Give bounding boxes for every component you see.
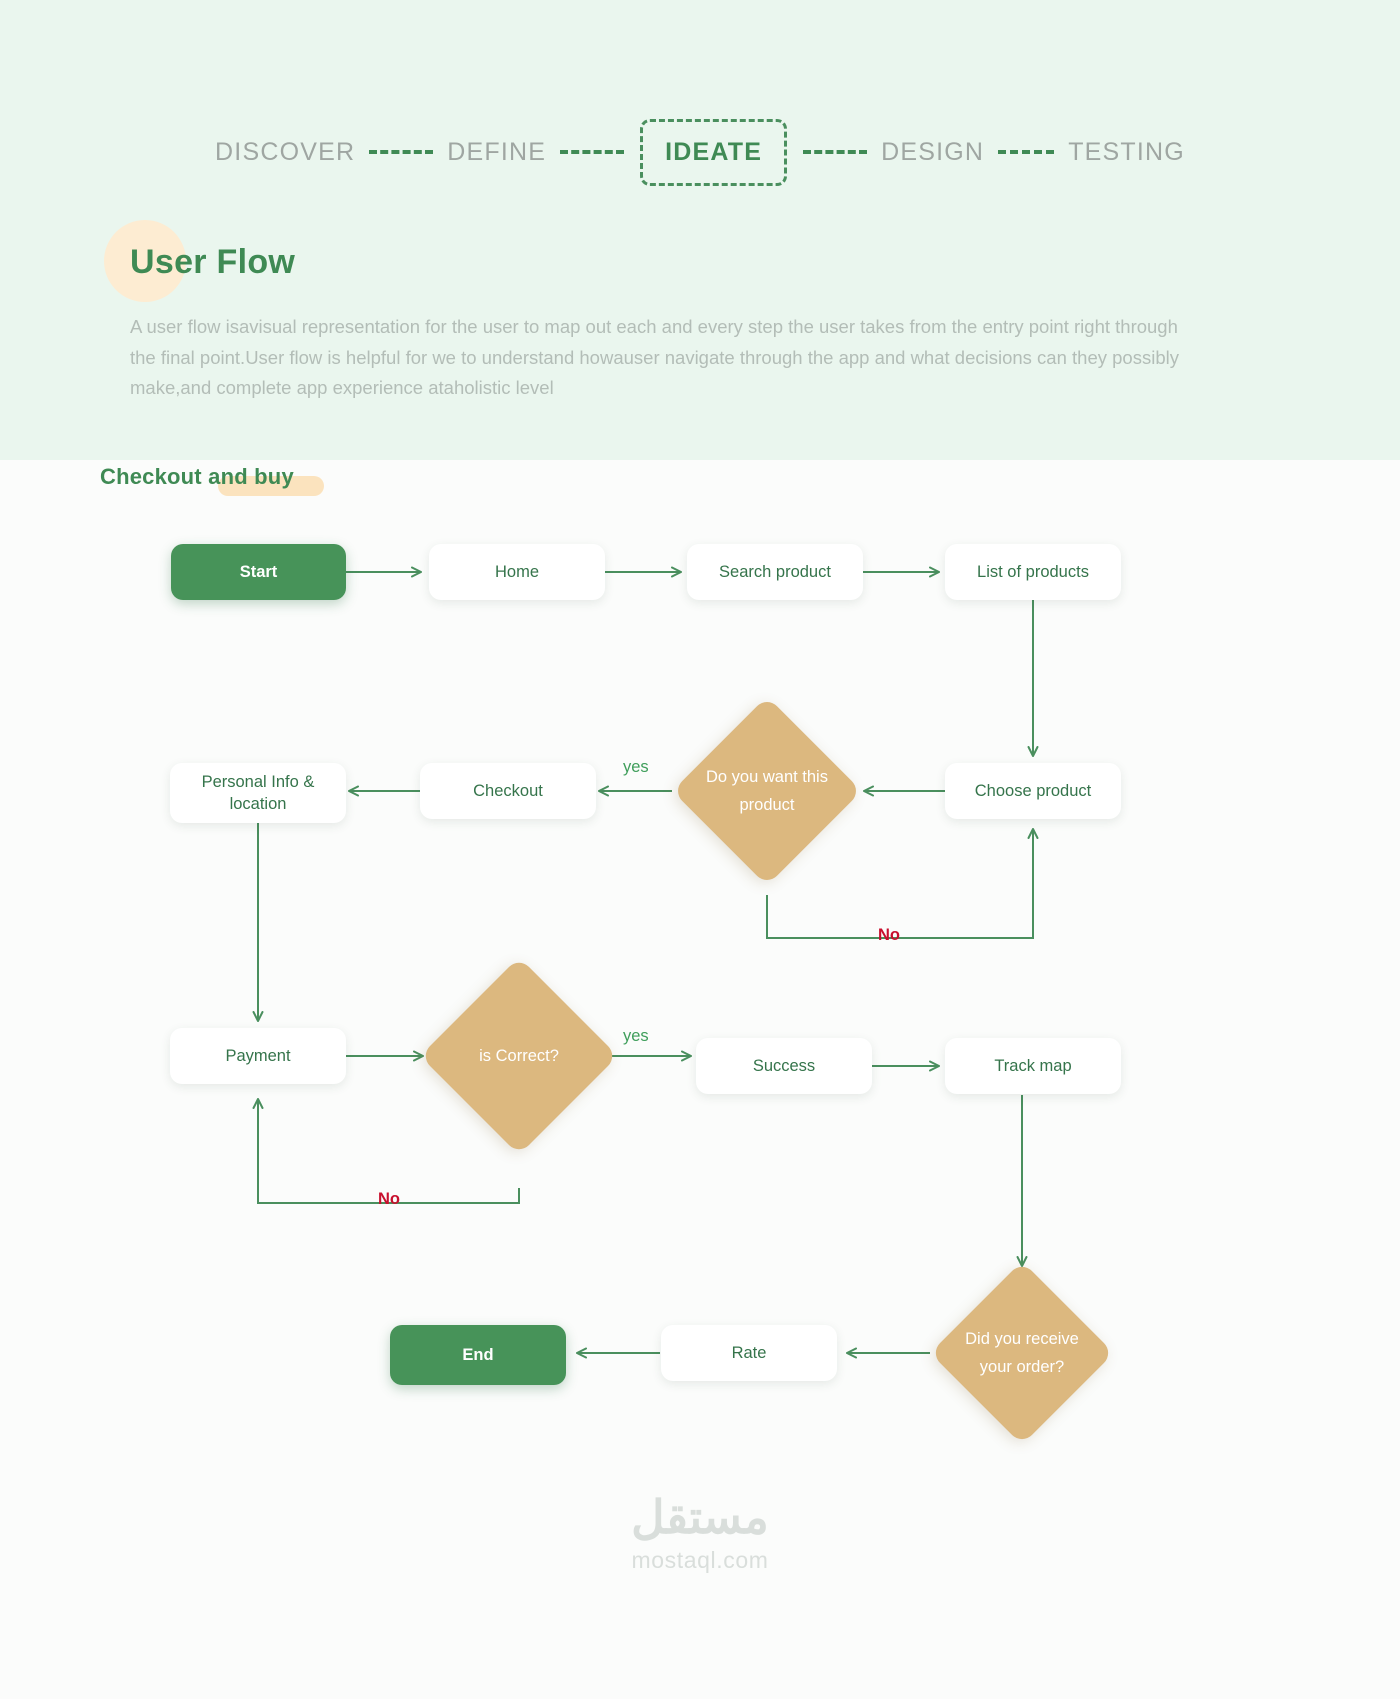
flow-chart: Start Home Search product List of produc… [0, 500, 1400, 1500]
edge-label-correct-yes: yes [623, 1027, 649, 1045]
process-step-ideate-label: IDEATE [665, 137, 763, 166]
edge-label-correct-no: No [378, 1190, 400, 1208]
process-step-testing[interactable]: TESTING [1068, 137, 1185, 166]
flow-node-success[interactable]: Success [696, 1038, 872, 1094]
flow-node-list-of-products[interactable]: List of products [945, 544, 1121, 600]
page-title-wrap: User Flow [104, 220, 296, 302]
process-step-design[interactable]: DESIGN [881, 137, 985, 166]
page-title: User Flow [130, 242, 296, 281]
watermark-arabic-text: مستقل [631, 1491, 769, 1543]
title-highlight-blob [104, 220, 186, 302]
flow-node-choose-product[interactable]: Choose product [945, 763, 1121, 819]
flow-node-search-product[interactable]: Search product [687, 544, 863, 600]
page-description: A user flow isavisual representation for… [130, 316, 1179, 398]
flow-node-end[interactable]: End [390, 1325, 566, 1385]
edge-label-want-yes: yes [623, 758, 649, 776]
dashed-separator-1 [369, 150, 434, 154]
flow-node-start[interactable]: Start [171, 544, 346, 600]
flow-node-personal-info[interactable]: Personal Info & location [170, 763, 346, 823]
header-band: DISCOVER DEFINE IDEATE DESIGN TESTING Us… [0, 0, 1400, 460]
process-step-discover[interactable]: DISCOVER [215, 137, 356, 166]
dashed-separator-4 [998, 150, 1055, 154]
flow-node-checkout[interactable]: Checkout [420, 763, 596, 819]
watermark-latin-text: mostaql.com [631, 1547, 769, 1573]
process-step-define[interactable]: DEFINE [447, 137, 547, 166]
flow-node-rate[interactable]: Rate [661, 1325, 837, 1381]
flow-node-payment[interactable]: Payment [170, 1028, 346, 1084]
section-heading-highlight [218, 476, 324, 496]
section-heading-wrap: Checkout and buy [100, 460, 324, 496]
flow-node-home[interactable]: Home [429, 544, 605, 600]
watermark: مستقل mostaql.com [0, 1490, 1400, 1576]
edge-label-want-no: No [878, 926, 900, 944]
flow-node-track-map[interactable]: Track map [945, 1038, 1121, 1094]
dashed-separator-3 [803, 150, 868, 154]
dashed-separator-2 [560, 150, 625, 154]
section-heading: Checkout and buy [100, 464, 294, 489]
process-step-ideate[interactable]: IDEATE [640, 118, 788, 186]
process-timeline: DISCOVER DEFINE IDEATE DESIGN TESTING [0, 118, 1400, 186]
flow-connectors [252, 566, 1039, 1359]
